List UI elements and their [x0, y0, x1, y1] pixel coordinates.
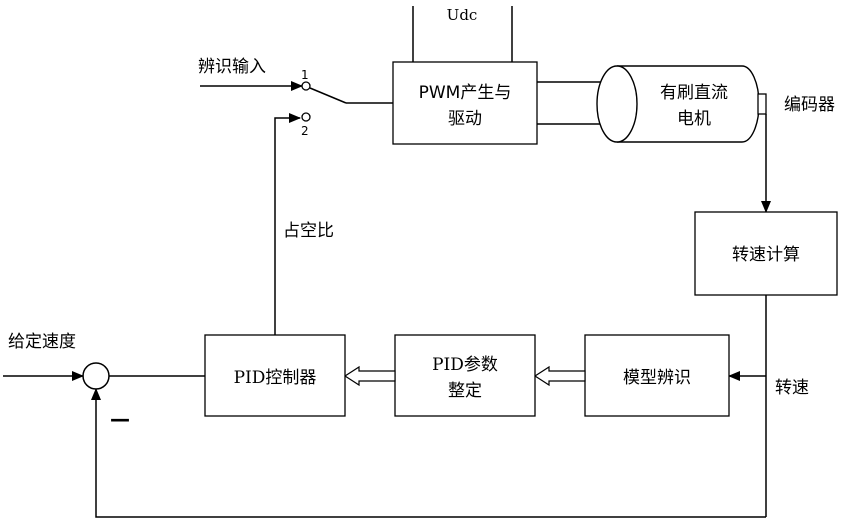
duty-cycle-label: 占空比: [283, 221, 334, 241]
ident-input-label: 辨识输入: [198, 57, 266, 77]
dc-motor: [597, 66, 759, 142]
pid-controller-label: PID控制器: [234, 368, 317, 388]
switch-pos1-label: 1: [301, 68, 309, 82]
motor-label-line1: 有刷直流: [660, 83, 728, 103]
pid-tuning-block: [395, 335, 535, 416]
motor-label-line2: 电机: [677, 109, 711, 129]
pwm-driver-block: [393, 62, 537, 144]
switch-contact-1: [302, 82, 310, 90]
switch-pos2-label: 2: [301, 124, 309, 138]
encoder-label: 编码器: [784, 95, 835, 115]
summing-junction: [83, 363, 109, 389]
switch-contact-2: [302, 113, 310, 121]
pwm-block-label-line1: PWM产生与: [419, 83, 512, 103]
switch-lever: [310, 88, 346, 103]
encoder-block: [758, 94, 766, 114]
hollow-arrow-model-to-tuning: [535, 367, 585, 385]
pid-tuning-label-line1: PID参数: [432, 355, 498, 375]
minus-sign: —: [110, 407, 130, 431]
udc-label: Udc: [447, 6, 478, 24]
speed-calc-label: 转速计算: [732, 245, 800, 265]
given-speed-label: 给定速度: [8, 332, 76, 352]
model-ident-label: 模型辨识: [623, 368, 691, 388]
pid-tuning-label-line2: 整定: [448, 381, 482, 401]
speed-label: 转速: [775, 378, 809, 398]
pwm-block-label-line2: 驱动: [448, 109, 482, 129]
hollow-arrow-tuning-to-controller: [345, 367, 395, 385]
